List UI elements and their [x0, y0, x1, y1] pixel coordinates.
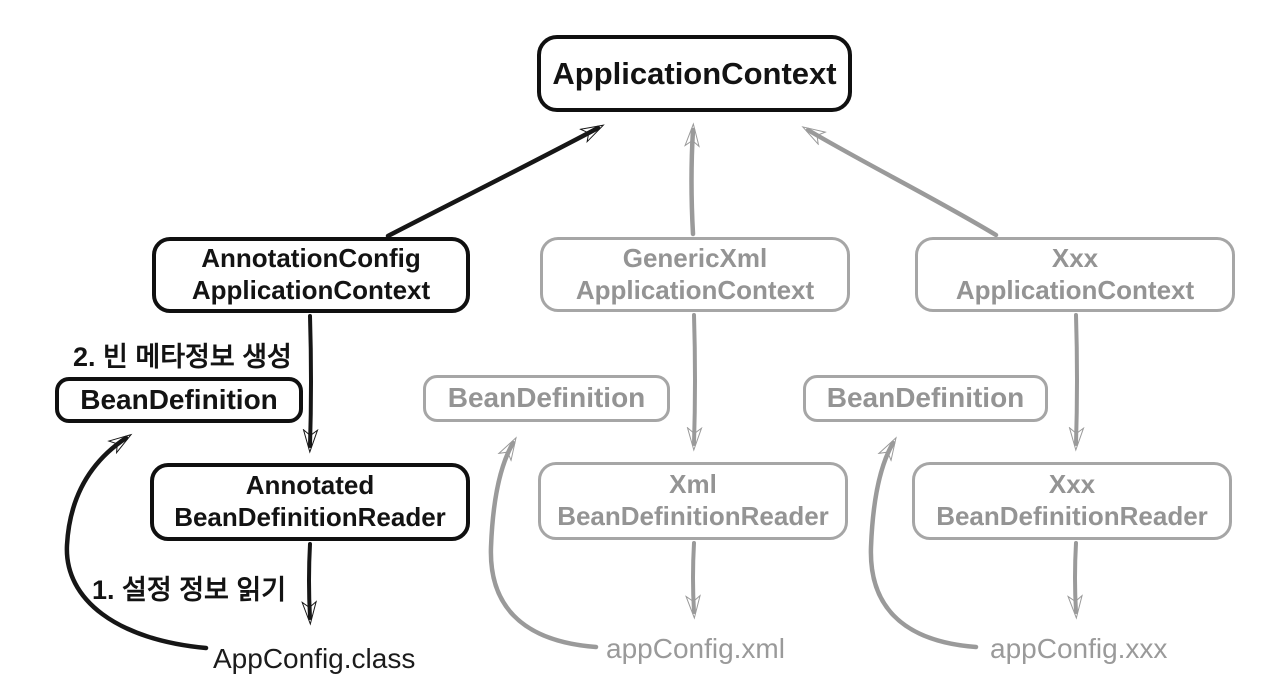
appconfig-xxx-label: appConfig.xxx [990, 633, 1168, 664]
annotationconfig-applicationcontext-box: AnnotationConfig ApplicationContext [152, 237, 470, 313]
annotation-step-1: 1. 설정 정보 읽기 [92, 575, 287, 605]
reader-label-line2: BeanDefinitionReader [936, 501, 1208, 531]
arrow-reader-to-appconfig-class [309, 542, 310, 618]
arrow-xxxcontext-to-applicationcontext [808, 130, 999, 238]
reader-label-line1: Annotated [245, 470, 375, 501]
reader-label-line2: BeanDefinitionReader [557, 501, 829, 531]
annotated-beandefinitionreader-box: Annotated BeanDefinitionReader [150, 463, 470, 541]
xxx-applicationcontext-box: Xxx ApplicationContext [915, 237, 1235, 312]
arrow-xxxcontext-to-xxxreader [1076, 313, 1077, 444]
annotation-step-2: 2. 빈 메타정보 생성 [73, 342, 292, 372]
context-label-line1: GenericXml [622, 242, 768, 273]
beandefinition-label: BeanDefinition [80, 383, 278, 415]
beandefinition-box-xml: BeanDefinition [423, 375, 670, 422]
arrow-annotationconfig-to-applicationcontext [385, 128, 598, 239]
reader-label-line2: BeanDefinitionReader [174, 502, 446, 532]
appconfig-class-label: AppConfig.class [213, 643, 416, 674]
applicationcontext-box: ApplicationContext [537, 35, 852, 112]
beandefinition-box-annotation: BeanDefinition [55, 377, 303, 423]
context-label-line2: ApplicationContext [955, 274, 1195, 305]
context-label-line1: Xxx [1051, 242, 1099, 273]
context-label-line1: AnnotationConfig [201, 243, 421, 274]
xml-beandefinitionreader-box: Xml BeanDefinitionReader [538, 462, 848, 540]
arrow-annotationconfig-to-reader [310, 314, 311, 446]
context-label-line2: ApplicationContext [575, 274, 815, 305]
arrow-xxxreader-to-appconfig-xxx [1075, 541, 1076, 612]
arrow-xmlreader-to-appconfig-xml [693, 541, 694, 612]
beandefinition-label: BeanDefinition [447, 382, 646, 414]
appconfig-xml-label: appConfig.xml [606, 633, 785, 664]
beandefinition-label: BeanDefinition [826, 382, 1025, 414]
xxx-beandefinitionreader-box: Xxx BeanDefinitionReader [912, 462, 1232, 540]
beandefinition-box-xxx: BeanDefinition [803, 375, 1048, 422]
arrow-genericxml-to-xmlreader [694, 313, 695, 444]
reader-label-line1: Xml [669, 469, 717, 500]
arrow-genericxml-to-applicationcontext [692, 130, 694, 237]
context-label-line2: ApplicationContext [191, 275, 431, 305]
reader-label-line1: Xxx [1048, 469, 1096, 500]
genericxml-applicationcontext-box: GenericXml ApplicationContext [540, 237, 850, 312]
applicationcontext-label: ApplicationContext [552, 55, 837, 91]
